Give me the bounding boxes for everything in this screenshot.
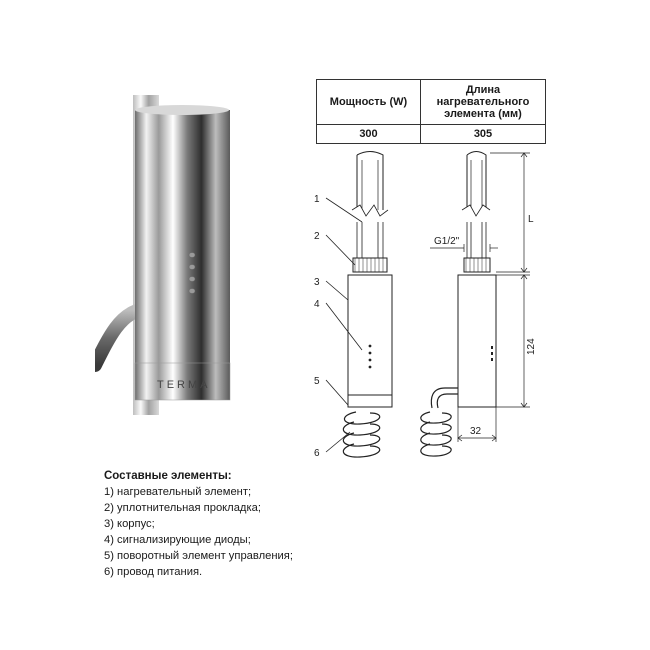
table-row: 300 305 [316, 124, 546, 144]
callout-1: 1 [314, 194, 320, 205]
power-cable-coil [342, 411, 381, 458]
legend-title: Составные элементы: [104, 470, 232, 482]
header-power: Мощность (W) [316, 79, 421, 125]
height-label: 124 [526, 338, 537, 355]
callout-6: 6 [314, 448, 320, 459]
callout-2: 2 [314, 231, 320, 242]
list-item: 2) уплотнительная прокладка; [104, 502, 261, 514]
components-legend: Составные элементы: 1) нагревательный эл… [104, 468, 504, 580]
cell-length: 305 [420, 124, 546, 144]
list-item: 6) провод питания. [104, 566, 203, 578]
spec-table: Мощность (W) Длина нагревательного элеме… [316, 79, 546, 144]
callout-5: 5 [314, 376, 320, 387]
heater-photo-illustration: TERMA [88, 95, 231, 415]
legend-list: 1) нагревательный элемент; 2) уплотнител… [104, 484, 504, 580]
length-label: L [528, 214, 534, 225]
list-item: 4) сигнализирующие диоды; [104, 534, 251, 546]
callout-3: 3 [314, 277, 320, 288]
drawing-led-indicators [368, 344, 372, 369]
callout-4: 4 [314, 299, 320, 310]
brand-text: TERMA [157, 379, 211, 391]
list-item: 3) корпус; [104, 518, 155, 530]
led-indicators [188, 252, 196, 294]
cell-power: 300 [316, 124, 421, 144]
product-photo: TERMA [88, 95, 265, 415]
list-item: 5) поворотный элемент управления; [104, 550, 293, 562]
list-item: 1) нагревательный элемент; [104, 486, 252, 498]
header-length: Длина нагревательного элемента (мм) [420, 79, 546, 125]
technical-drawing: 1 2 3 4 5 6 [300, 150, 560, 470]
width-label: 32 [470, 426, 482, 437]
thread-label: G1/2" [434, 236, 460, 247]
